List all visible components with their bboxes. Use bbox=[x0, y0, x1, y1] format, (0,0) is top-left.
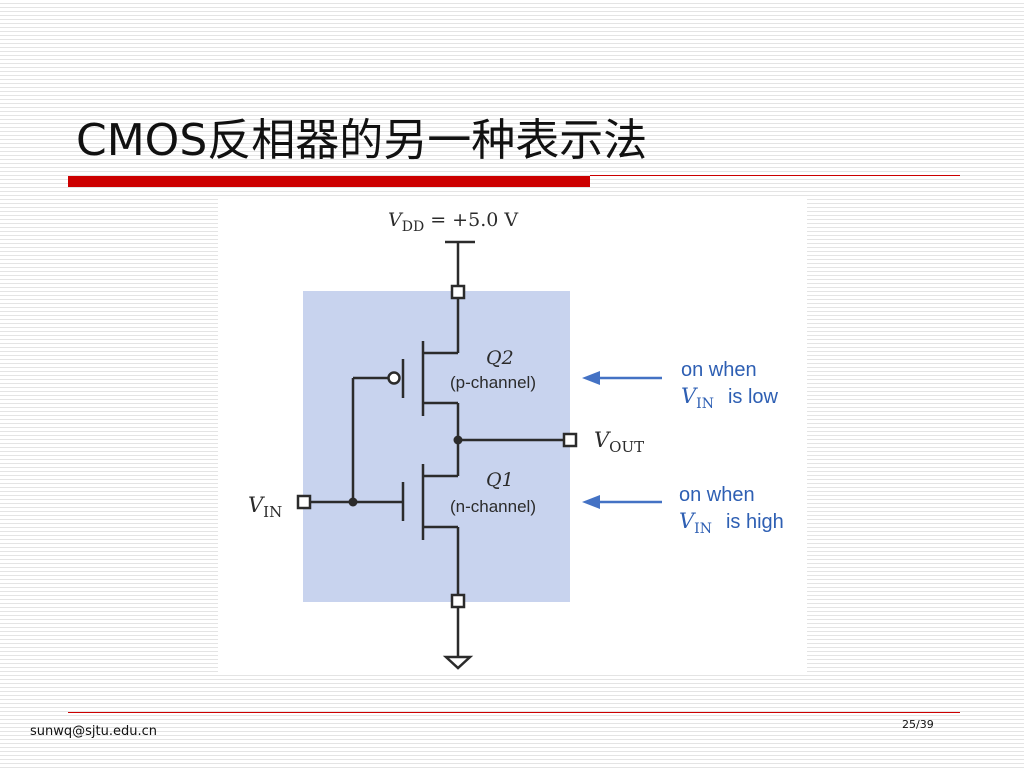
q2-name: Q2 bbox=[486, 347, 514, 369]
q2-type: (p-channel) bbox=[450, 373, 536, 392]
vout-pin bbox=[562, 432, 578, 448]
ground-pin bbox=[450, 593, 466, 609]
footer-email: sunwq@sjtu.edu.cn bbox=[30, 724, 157, 739]
title-underline-thin bbox=[590, 175, 960, 176]
footer-rule bbox=[68, 712, 960, 713]
q1-note-line1: on when bbox=[679, 484, 755, 506]
page-number: 25/39 bbox=[902, 718, 934, 731]
ic-shaded-region bbox=[303, 291, 570, 602]
vdd-label: VDD = +5.0 V bbox=[388, 209, 518, 235]
ground-symbol bbox=[442, 655, 474, 670]
q1-name: Q1 bbox=[486, 469, 514, 491]
circuit-schematic: VDD = +5.0 V Q2 (p-channel) Q1 (n-channe… bbox=[248, 209, 784, 670]
vin-junction-dot bbox=[348, 497, 358, 507]
vout-label: VOUT bbox=[594, 428, 644, 456]
vout-junction-dot bbox=[453, 435, 463, 445]
cmos-inverter-diagram: VDD = +5.0 V Q2 (p-channel) Q1 (n-channe… bbox=[218, 198, 807, 672]
q1-type: (n-channel) bbox=[450, 497, 536, 516]
title-underline-thick bbox=[68, 176, 590, 187]
q2-note-arrowhead bbox=[582, 371, 600, 385]
slide-title: CMOS反相器的另一种表示法 bbox=[76, 115, 648, 166]
vin-label: VIN bbox=[248, 493, 282, 521]
q1-note-arrowhead bbox=[582, 495, 600, 509]
q2-gate-bubble bbox=[387, 371, 401, 385]
q2-note-line1: on when bbox=[681, 359, 757, 381]
vin-pin bbox=[296, 494, 312, 510]
vdd-pin bbox=[450, 284, 466, 300]
